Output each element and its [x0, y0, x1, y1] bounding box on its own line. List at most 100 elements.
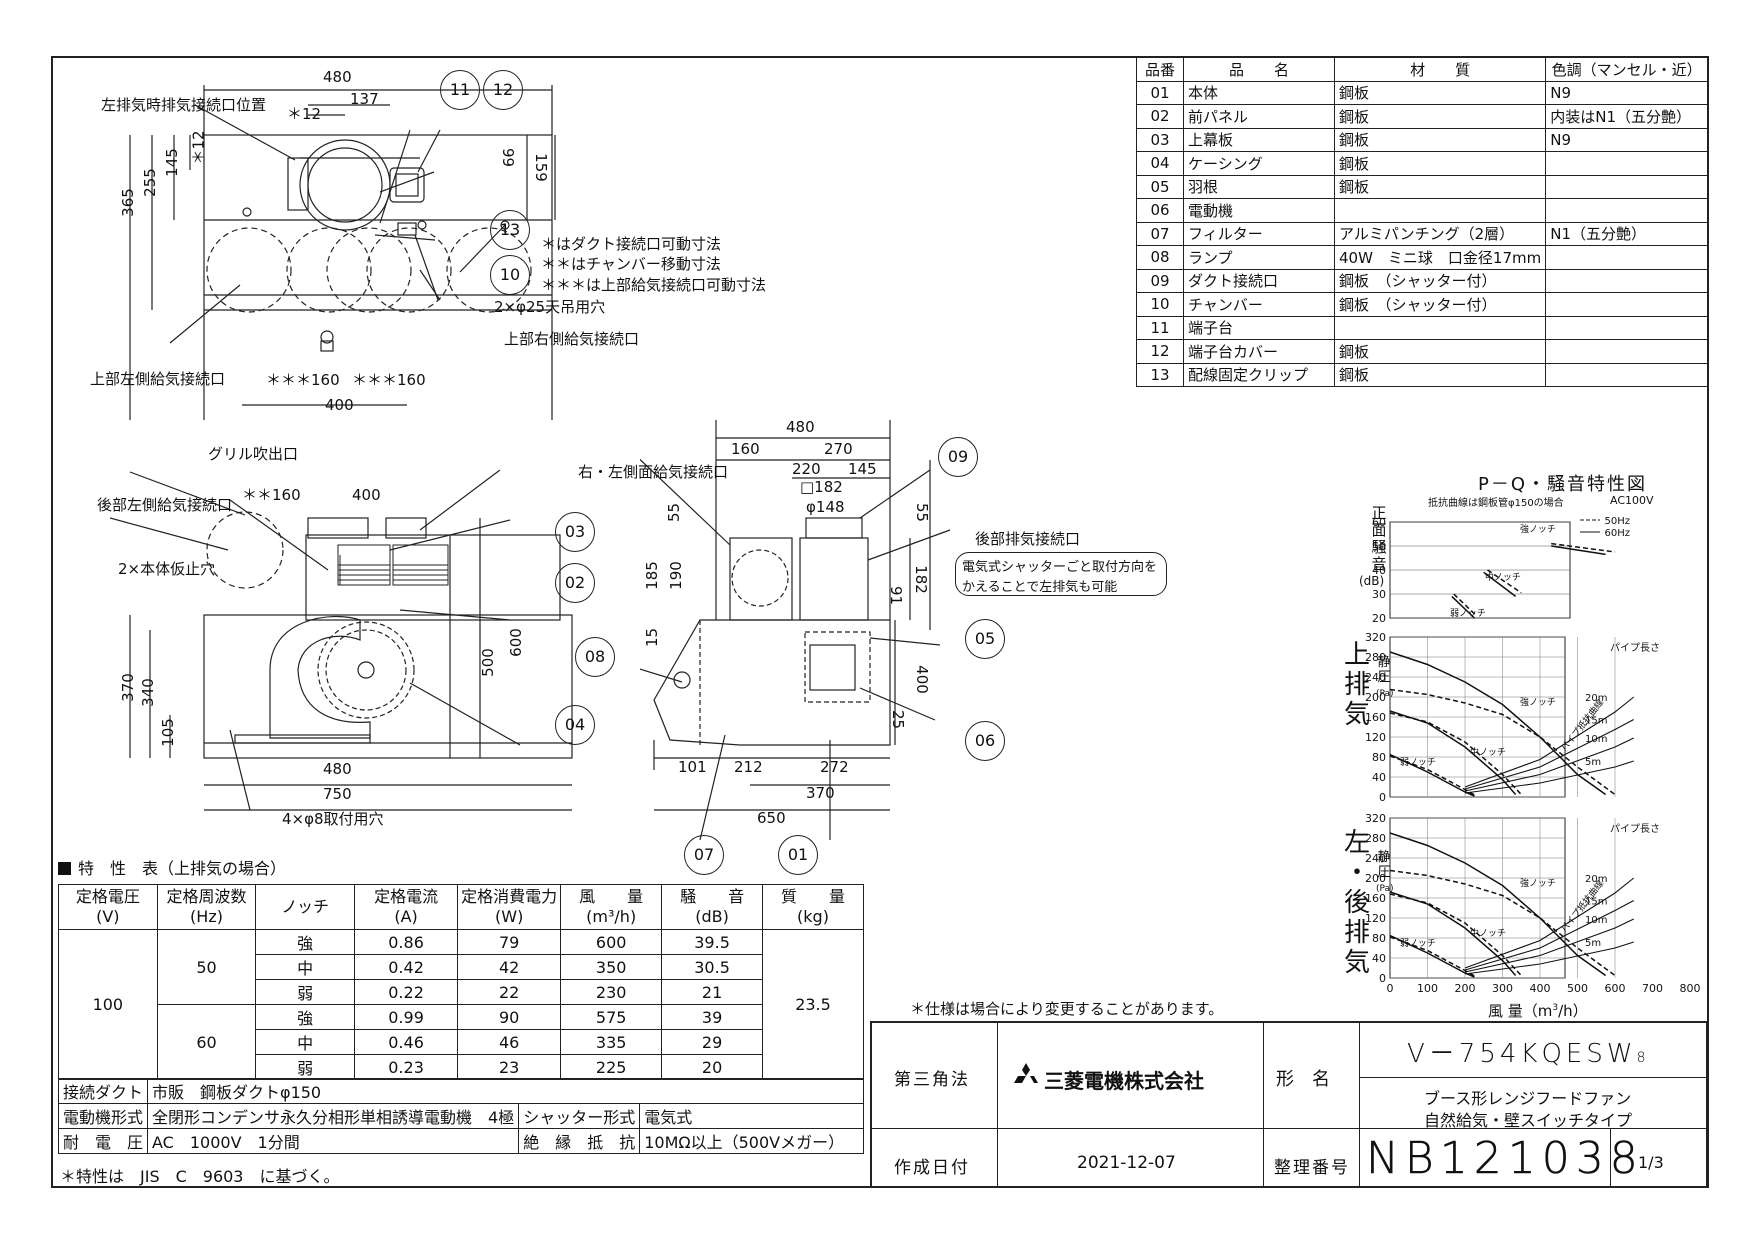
misc-row-motor: 電動機形式 全閉形コンデンサ永久分相形単相誘導電動機 4極 シャッター形式 電気…	[57, 1103, 864, 1129]
balloon-12: 12	[483, 70, 523, 110]
balloon-01: 01	[778, 835, 818, 875]
doc-label: 整理番号	[1274, 1158, 1350, 1178]
spec-cell-flow: 225	[560, 1054, 663, 1080]
parts-cell-no: 13	[1136, 362, 1184, 387]
noise-label-mid: 中ノッチ	[1485, 571, 1521, 583]
noise-ytick: 40	[1372, 564, 1386, 577]
spec-header-cell: 定格周波数 (Hz)	[156, 884, 257, 930]
spec-header-row: 定格電圧 (V)定格周波数 (Hz)ノッチ定格電流 (A)定格消費電力 (W)風…	[58, 884, 864, 930]
spec-cell-current: 0.46	[354, 1029, 459, 1055]
pq-xtick: 100	[1417, 982, 1438, 995]
parts-cell-no: 09	[1136, 268, 1184, 293]
dim-91-side: 91	[887, 585, 906, 606]
dim-145-side: 145	[848, 460, 877, 478]
parts-cell-name: 端子台	[1183, 315, 1335, 340]
parts-cell-color	[1545, 174, 1708, 199]
label-upper-left: 上部左側給気接続口	[90, 370, 226, 388]
pq-ytick: 160	[1365, 892, 1386, 905]
pq-label-mid: 中ノッチ	[1470, 927, 1506, 939]
duct-value: 市販 鋼板ダクトφ150	[147, 1078, 864, 1104]
balloon-11: 11	[440, 70, 480, 110]
dim-55b-side: 55	[913, 502, 932, 523]
pq-ytick: 280	[1365, 651, 1386, 664]
dim-400-top: 400	[325, 396, 354, 414]
parts-cell-name: 配線固定クリップ	[1183, 362, 1335, 387]
pq-pipe-length-title: パイプ長さ	[1610, 642, 1660, 654]
jis-note: ＊特性は JIS C 9603 に基づく。	[60, 1167, 340, 1186]
side-view-drawing	[640, 420, 951, 840]
spec-cell-power: 90	[457, 1004, 562, 1030]
dim-255: 255	[140, 168, 159, 197]
dim-400-front: 400	[352, 486, 381, 504]
pq-pipe-length-label: 15m	[1585, 897, 1607, 908]
parts-cell-name: 上幕板	[1183, 127, 1335, 152]
withstand-value: AC 1000V 1分間	[147, 1128, 520, 1154]
parts-cell-color	[1545, 315, 1708, 340]
pq-xtick: 300	[1492, 982, 1513, 995]
parts-cell-name: ランプ	[1183, 245, 1335, 270]
parts-cell-no: 03	[1136, 127, 1184, 152]
noise-axis-title: 正面騒音	[1371, 504, 1387, 573]
spec-cell-flow: 335	[560, 1029, 663, 1055]
pq-ytick: 240	[1365, 852, 1386, 865]
noise-series-line	[1551, 545, 1606, 556]
legend-60hz: 60Hz	[1605, 528, 1631, 539]
spec-table: 定格電圧 (V)定格周波数 (Hz)ノッチ定格電流 (A)定格消費電力 (W)風…	[58, 884, 864, 1080]
pq-ytick: 200	[1365, 691, 1386, 704]
parts-header-material: 材 質	[1333, 57, 1547, 82]
label-rear-left: 後部左側給気接続口	[97, 496, 233, 514]
spec-header-cell: 定格電圧 (V)	[58, 884, 158, 930]
pq-pipe-length-label: 20m	[1585, 874, 1607, 885]
pq-series-line	[1389, 688, 1616, 796]
parts-cell-color	[1545, 198, 1708, 223]
parts-cell-color	[1545, 151, 1708, 176]
dim-220-side: 220	[792, 460, 821, 478]
spec-cell-notch: 中	[255, 1029, 356, 1055]
dim-137: 137	[350, 90, 379, 108]
dim-15-side: 15	[643, 627, 662, 648]
noise-series-line	[1451, 595, 1475, 619]
chart-subtitle: 抵抗曲線は鋼板管φ150の場合	[1428, 498, 1564, 509]
dim-212-side: 212	[734, 758, 763, 776]
balloon-05: 05	[965, 619, 1005, 659]
noise-series-line	[1551, 542, 1616, 553]
balloon-06: 06	[965, 721, 1005, 761]
pq-ytick: 160	[1365, 711, 1386, 724]
front-view-drawing	[110, 470, 573, 811]
dim-480-front: 480	[323, 760, 352, 778]
dim-500-front: 500	[478, 648, 497, 677]
misc-row-withstand: 耐 電 圧 AC 1000V 1分間 絶 縁 抵 抗 10MΩ以上（500Vメガ…	[57, 1128, 864, 1154]
pq-series-line	[1389, 869, 1616, 977]
pq-series-line	[1464, 737, 1634, 792]
balloon-13: 13	[490, 210, 530, 250]
spec-title: 特 性 表（上排気の場合）	[78, 859, 287, 878]
pq-series-line	[1464, 760, 1634, 794]
panel2-ylabel: 静圧(Pa)	[1376, 850, 1394, 894]
dim-650-side: 650	[757, 809, 786, 827]
parts-cell-material: 鋼板	[1333, 104, 1547, 129]
dim-145: 145	[162, 148, 181, 177]
noise-label-weak: 弱ノッチ	[1450, 608, 1486, 619]
page-number: 1/3	[1638, 1153, 1664, 1172]
balloon-09: 09	[938, 437, 978, 477]
pq-xtick: 0	[1387, 982, 1394, 995]
legend-50hz: 50Hz	[1605, 516, 1631, 527]
dim-12a: ＊12	[287, 105, 322, 123]
parts-cell-name: ケーシング	[1183, 151, 1335, 176]
date-value: 2021-12-07	[1077, 1153, 1176, 1173]
parts-cell-no: 10	[1136, 292, 1184, 317]
spec-cell-power: 42	[457, 954, 562, 980]
parts-cell-no: 07	[1136, 221, 1184, 246]
dim-105-front: 105	[158, 718, 177, 747]
pq-label-weak: 弱ノッチ	[1400, 757, 1436, 768]
parts-cell-no: 08	[1136, 245, 1184, 270]
dim-55a-side: 55	[665, 502, 684, 523]
pq-pipe-length-label: 10m	[1585, 915, 1607, 926]
dim-160-left: ＊＊＊160	[266, 371, 340, 389]
